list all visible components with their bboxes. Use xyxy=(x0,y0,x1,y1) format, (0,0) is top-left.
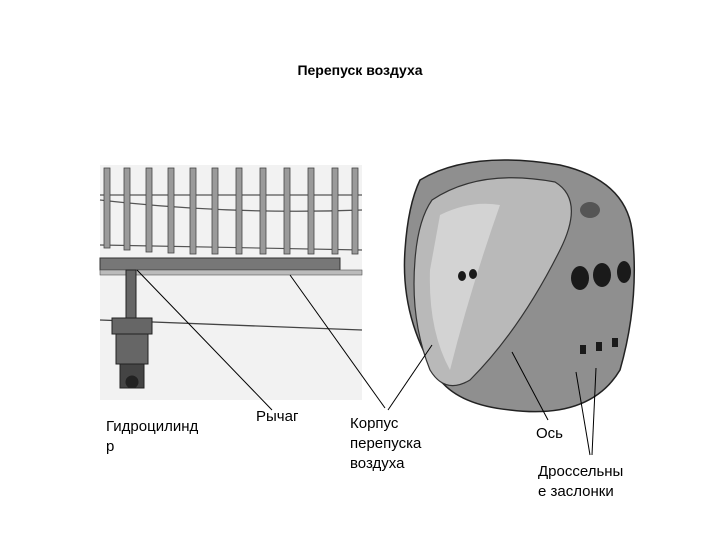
label-axis: Ось xyxy=(536,425,563,442)
slide-title: Перепуск воздуха xyxy=(297,62,423,78)
label-hydro-cylinder: Гидроцилинд р xyxy=(106,418,199,455)
bypass-ring-photo xyxy=(403,159,635,413)
label-bypass-body: Корпус перепуска воздуха xyxy=(350,415,422,472)
label-throttle-valves: Дроссельны е заслонки xyxy=(538,463,624,500)
label-lever: Рычаг xyxy=(256,408,299,425)
compressor-mechanism-photo xyxy=(99,165,363,400)
pointer-lines xyxy=(136,269,597,456)
